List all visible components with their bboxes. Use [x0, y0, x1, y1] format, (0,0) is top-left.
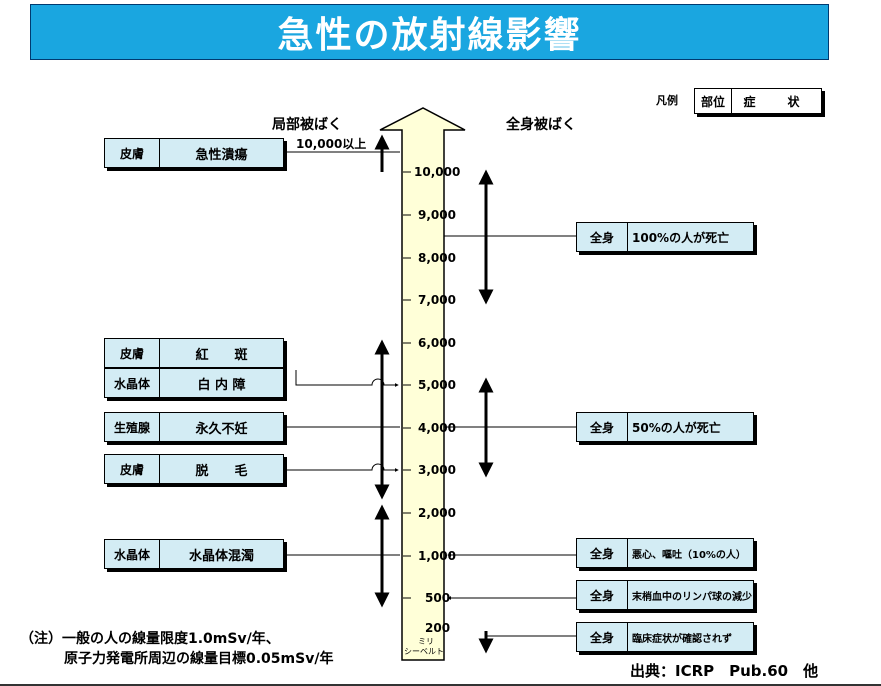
tick-label: 3,000: [418, 463, 456, 477]
symptom: 脱 毛: [195, 463, 248, 479]
tick-label: 500: [425, 591, 450, 605]
local-effect-box: 生殖腺 永久不妊: [104, 412, 284, 442]
tick-label: 4,000: [418, 421, 456, 435]
above-10000-label: 10,000以上: [296, 136, 366, 151]
tick-label: 8,000: [418, 251, 456, 265]
source-citation: 出典：ICRP Pub.60 他: [630, 662, 819, 680]
symptom: 悪心、嘔吐（10%の人）: [632, 549, 746, 561]
note-line-1: （注）一般の人の線量限度1.0mSv/年、: [20, 631, 280, 647]
body-part: 全身: [577, 413, 628, 441]
whole-body-effect-box: 全身 臨床症状が確認されず: [576, 622, 754, 652]
bottom-divider: [0, 684, 881, 686]
body-part: 水晶体: [105, 540, 160, 568]
legend-box: 部位 症 状: [694, 88, 822, 114]
tick-label: 5,000: [418, 378, 456, 392]
whole-body-exposure-header: 全身被ばく: [506, 117, 576, 133]
body-part: 全身: [577, 539, 628, 567]
body-part: 皮膚: [105, 139, 160, 167]
body-part: 皮膚: [105, 339, 160, 367]
scale-ticks: [403, 171, 411, 599]
symptom: 臨床症状が確認されず: [632, 633, 732, 645]
local-effect-box: 皮膚 急性潰瘍: [104, 138, 284, 168]
symptom: 永久不妊: [195, 421, 248, 437]
local-effect-box: 水晶体 白 内 障: [104, 368, 284, 398]
body-part: 水晶体: [105, 369, 160, 397]
note-line-2: 原子力発電所周辺の線量目標0.05mSv/年: [64, 651, 334, 667]
tick-label: 6,000: [418, 336, 456, 350]
tick-label: 7,000: [418, 293, 456, 307]
unit-label: ミリ: [418, 637, 434, 646]
symptom: 紅 斑: [195, 347, 248, 363]
symptom: 50%の人が死亡: [632, 420, 721, 435]
local-exposure-header: 局部被ばく: [272, 117, 342, 133]
body-part: 全身: [577, 581, 628, 609]
tick-label: 200: [425, 621, 450, 635]
symptom: 急性潰瘍: [195, 147, 248, 163]
local-effect-box: 皮膚 紅 斑: [104, 338, 284, 368]
tick-label: 9,000: [418, 208, 456, 222]
legend-label: 凡例: [656, 94, 678, 107]
whole-body-effect-box: 全身 100%の人が死亡: [576, 222, 754, 252]
local-effect-box: 水晶体 水晶体混濁: [104, 539, 284, 569]
legend-symptom: 症 状: [743, 94, 810, 109]
body-part: 生殖腺: [105, 413, 160, 441]
symptom: 末梢血中のリンパ球の減少: [632, 591, 752, 603]
symptom: 100%の人が死亡: [632, 230, 730, 245]
dose-scale-arrow: [379, 107, 466, 661]
symptom: 水晶体混濁: [188, 548, 254, 564]
whole-body-effect-box: 全身 50%の人が死亡: [576, 412, 754, 442]
title-bar: 急性の放射線影響: [30, 4, 829, 60]
whole-body-effect-box: 全身 悪心、嘔吐（10%の人）: [576, 538, 754, 568]
legend-part: 部位: [695, 89, 732, 113]
tick-label: 1,000: [418, 549, 456, 563]
tick-label: 10,000: [414, 165, 460, 179]
scale-tick-labels: 10,000 9,000 8,000 7,000 6,000 5,000 4,0…: [404, 165, 460, 656]
body-part: 全身: [577, 223, 628, 251]
local-effect-box: 皮膚 脱 毛: [104, 454, 284, 484]
symptom: 白 内 障: [197, 377, 246, 393]
body-part: 皮膚: [105, 455, 160, 483]
body-part: 全身: [577, 623, 628, 651]
page-title: 急性の放射線影響: [277, 15, 582, 56]
tick-label: 2,000: [418, 506, 456, 520]
whole-body-effect-box: 全身 末梢血中のリンパ球の減少: [576, 580, 754, 610]
unit-label: シーベルト: [404, 647, 444, 656]
